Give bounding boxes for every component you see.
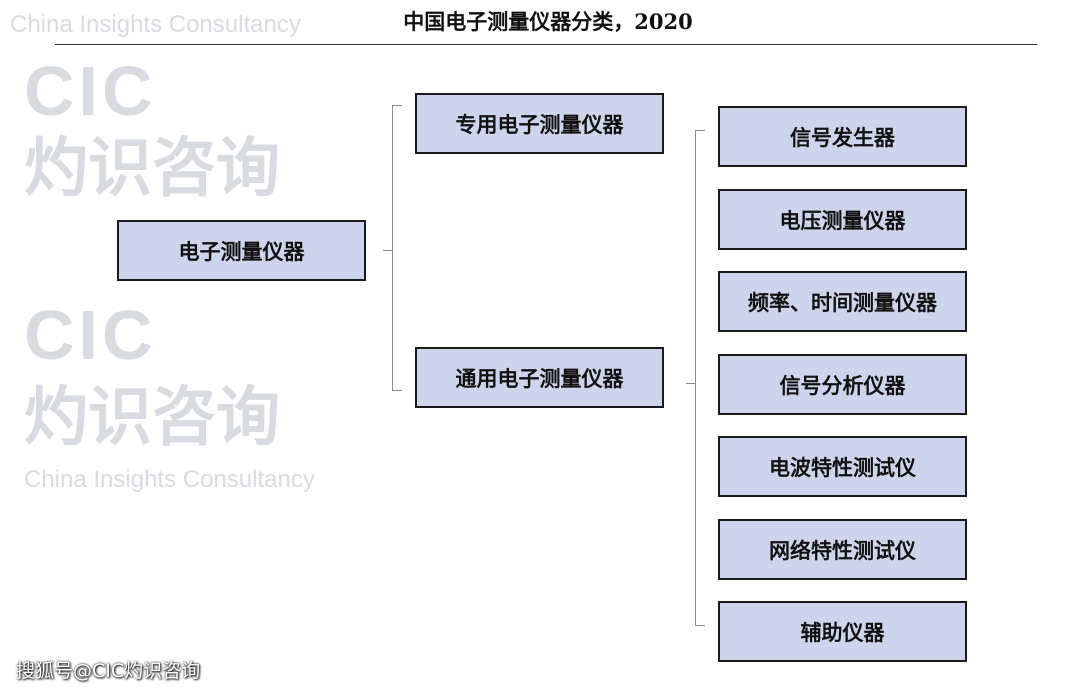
level2-node: 电压测量仪器 xyxy=(718,189,967,250)
watermark-cn: 灼识咨询 xyxy=(24,381,280,453)
bracket-tick xyxy=(686,383,695,384)
level1-node-general: 通用电子测量仪器 xyxy=(415,347,664,408)
watermark-logo-text: CIC xyxy=(24,296,157,374)
level2-node: 信号发生器 xyxy=(718,106,967,167)
diagram-title: 中国电子测量仪器分类，2020 xyxy=(403,9,693,34)
bracket-tick xyxy=(392,105,402,106)
bracket-tick xyxy=(695,625,705,626)
bracket-level2 xyxy=(695,130,696,625)
title-divider xyxy=(55,44,1037,45)
watermark-cn: 灼识咨询 xyxy=(24,132,280,204)
level2-node: 信号分析仪器 xyxy=(718,354,967,415)
watermark-logo-text: CIC xyxy=(24,52,157,130)
level2-node: 网络特性测试仪 xyxy=(718,519,967,580)
level2-node: 频率、时间测量仪器 xyxy=(718,271,967,332)
bracket-level1 xyxy=(392,105,393,390)
level2-node: 辅助仪器 xyxy=(718,601,967,662)
bracket-tick xyxy=(695,130,705,131)
bracket-tick xyxy=(383,250,392,251)
level1-node-special: 专用电子测量仪器 xyxy=(415,93,664,154)
root-node: 电子测量仪器 xyxy=(117,220,366,281)
watermark-en: China Insights Consultancy xyxy=(24,466,315,493)
bracket-tick xyxy=(392,390,402,391)
source-footer: 搜狐号@CIC灼识咨询 xyxy=(16,660,201,682)
level2-node: 电波特性测试仪 xyxy=(718,436,967,497)
watermark-en: China Insights Consultancy xyxy=(10,11,301,38)
